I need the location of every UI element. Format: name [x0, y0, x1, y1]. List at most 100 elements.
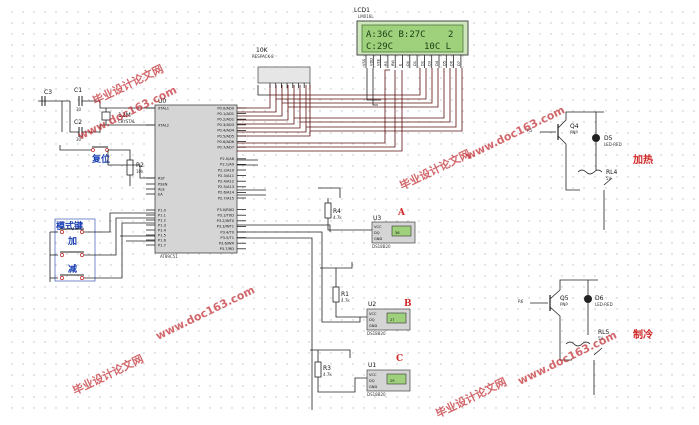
heat-label: 加热	[632, 153, 653, 166]
sensor-a-model: DS18B20	[372, 244, 391, 249]
mcu-right-pin-label: P3.0/RXD	[217, 208, 234, 212]
mcu-right-pin-label: P3.1/TXD	[217, 214, 234, 218]
heat-led-icon	[592, 134, 600, 142]
rl5-value: 5V	[598, 336, 604, 341]
r1-value: 4.7k	[341, 298, 350, 303]
mcu-left-pin-label: P1.2	[158, 218, 166, 222]
crystal-value: 12M	[118, 112, 131, 119]
lcd-line1-right: 2	[448, 30, 453, 40]
mcu-right-pin-label: P0.2/AD2	[217, 118, 234, 122]
d5-model: LED-RED	[604, 142, 622, 147]
lcd-display: LCD1 LM016L A:36C B:27C 2 C:29C 10C L VS…	[354, 7, 469, 68]
mcu-left-pins: XTAL1XTAL2RSTPSENALEEAP1.0P1.1P1.2P1.3P1…	[146, 106, 169, 247]
q5-label: Q5	[560, 295, 569, 302]
mcu-right-pin-label: P3.2/INT0	[217, 219, 235, 223]
mcu-left-pin-label: PSEN	[158, 182, 168, 186]
heat-base-res: R5	[527, 128, 533, 133]
sensor-b: B U2 27 VCC DQ GND DS18B20 R1 4.7k	[237, 231, 412, 336]
sensor-a-pin-vcc: VCC	[374, 225, 382, 229]
lcd-pin-label: D2	[420, 61, 424, 66]
mcu-chip: U0 AT89C51 XTAL1XTAL2RSTPSENALEEAP1.0P1.…	[146, 98, 246, 259]
d6-label: D6	[595, 295, 604, 302]
lcd-pin-label: VSS	[362, 58, 366, 66]
r3-label: R3	[323, 365, 331, 372]
cool-label: 制冷	[633, 328, 653, 341]
mcu-right-pin-label: P0.6/AD6	[217, 140, 234, 144]
sensor-c-reading: 29	[390, 379, 395, 383]
crystal-model: CRYSTAL	[118, 119, 136, 124]
q4-type: PNP	[570, 130, 578, 135]
cool-led-icon	[584, 295, 592, 303]
rpack-model: RESPACK-8	[252, 54, 274, 59]
lcd-designator: LCD1	[354, 7, 370, 14]
mcu-right-pin-label: P2.5/A13	[218, 185, 234, 189]
sub-button[interactable]	[50, 222, 155, 280]
rl4-label: RL4	[606, 169, 618, 176]
add-button[interactable]	[50, 217, 155, 257]
mcu-right-pin-label: P0.4/AD4	[217, 129, 234, 133]
mcu-right-pin-label: P3.6/WR	[219, 242, 235, 246]
lcd-model: LM016L	[358, 14, 374, 19]
sensor-b-letter: B	[404, 299, 412, 309]
c1-label: C1	[74, 87, 82, 94]
mcu-right-pin-label: P3.5/T1	[220, 236, 234, 240]
mcu-left-pin-label: P1.0	[158, 208, 167, 212]
r4-label: R4	[333, 208, 341, 215]
mcu-left-pin-label: P1.1	[158, 213, 166, 217]
sensor-c-letter: C	[396, 354, 403, 364]
mode-button-label: 模式键	[56, 220, 84, 232]
lcd-pin-label: D3	[428, 61, 432, 66]
mcu-right-pin-label: P0.1/AD1	[217, 112, 234, 116]
c3-label: C3	[44, 89, 52, 96]
c2-label: C2	[74, 119, 82, 126]
cool-relay-coil-icon	[565, 341, 591, 347]
lcd-screen	[361, 24, 464, 53]
lcd-pin-label: D1	[413, 61, 417, 66]
rl5-label: RL5	[598, 329, 610, 336]
mcu-right-pin-label: P2.6/A14	[218, 191, 235, 195]
heat-circuit: 加热 R5 Q4 PNP D5 LED-RED RL4 5V	[527, 111, 653, 230]
reset-label: 复位	[91, 153, 110, 165]
r4-value: 4.7k	[333, 215, 342, 220]
sensor-a-letter: A	[397, 208, 406, 218]
resistor-pack: 10K RESPACK-8	[252, 47, 311, 96]
c1-value: 30	[76, 107, 82, 112]
mcu-left-pin-label: XTAL1	[158, 106, 169, 110]
sensor-a-pin-dq: DQ	[374, 231, 380, 235]
rpack-designator: 10K	[256, 47, 269, 54]
sensor-b-pin-vcc: VCC	[369, 312, 377, 316]
q5-type: PNP	[560, 302, 568, 307]
sensor-a: A U3 36 VCC DQ GND DS18B20 R4 4.7k	[237, 187, 416, 249]
sensor-c-designator: U1	[368, 362, 376, 369]
mcu-right-pin-label: P0.3/AD3	[217, 123, 234, 127]
mcu-right-pin-label: P2.4/A12	[218, 180, 234, 184]
mcu-right-pin-label: P3.4/T0	[220, 230, 234, 234]
cool-base-res: R6	[518, 299, 524, 304]
lcd-pin-label: VEE	[377, 58, 381, 66]
mcu-right-pin-label: P3.3/INT1	[217, 225, 234, 229]
grid-dots	[8, 6, 696, 413]
sensor-a-pin-gnd: GND	[374, 237, 382, 241]
mode-button[interactable]	[50, 212, 155, 234]
lcd-pin-label: D0	[406, 60, 410, 66]
lcd-pin-label: D5	[442, 61, 446, 66]
mcu-left-pin-label: P1.5	[158, 233, 166, 237]
lcd-pin-label: E	[399, 63, 403, 66]
sensor-c-pin-vcc: VCC	[369, 373, 377, 377]
oscillator-circuit: C1 30 C2 30 12M CRYSTAL C3	[38, 87, 155, 142]
mcu-designator: U0	[158, 98, 166, 105]
r3-value: 4.7k	[323, 372, 332, 377]
lcd-line2-right: 10C L	[424, 42, 451, 52]
sub-button-label: 减	[68, 263, 77, 275]
d5-label: D5	[604, 135, 613, 142]
sensor-b-reading: 27	[390, 318, 395, 322]
mcu-right-pin-label: P0.0/AD0	[217, 106, 234, 110]
sensor-b-model: DS18B20	[367, 331, 386, 336]
sensor-c: C U1 29 VCC DQ GND DS18B20 R3 4.7k	[237, 237, 411, 410]
mcu-right-pin-label: P2.2/A10	[218, 168, 235, 172]
lcd-pin-label: D7	[457, 61, 461, 66]
c2-value: 30	[76, 137, 82, 142]
lcd-pin-label: RW	[391, 60, 395, 66]
